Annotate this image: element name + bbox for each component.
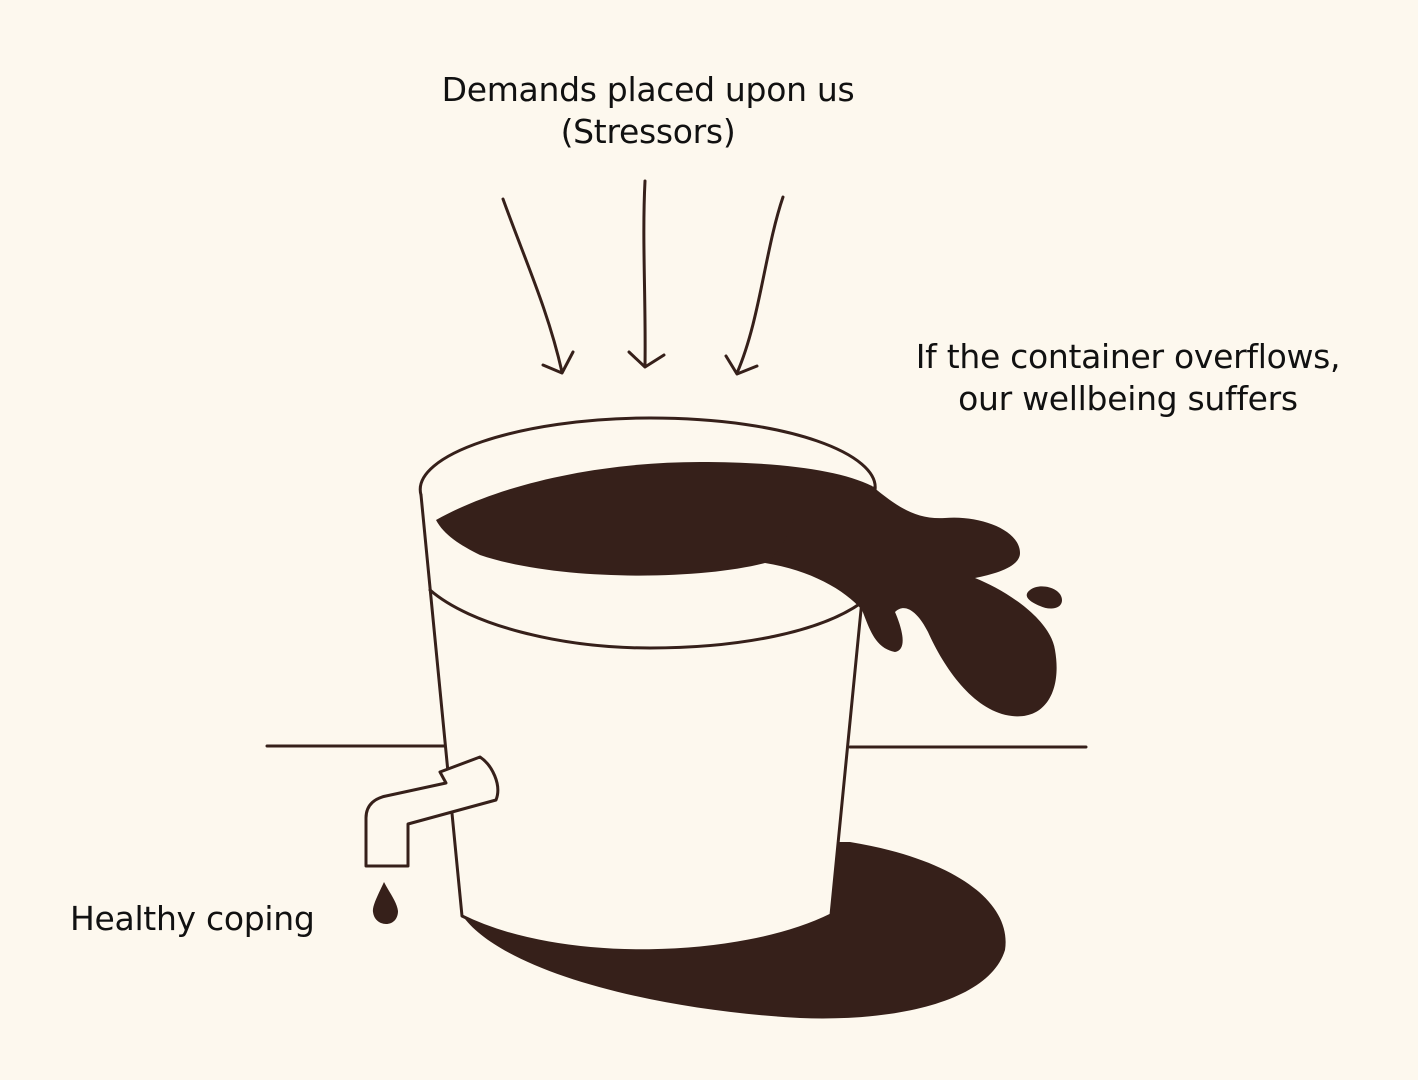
arrow-down-icon [735,195,785,375]
arrow-down-icon [501,197,564,374]
stressors-label-line1: Demands placed upon us [441,70,855,109]
liquid-surface [436,462,872,576]
bucket-icon [419,486,875,953]
arrowhead-left [541,350,575,375]
stressors-label-line2: (Stressors) [560,112,736,151]
tap-icon [364,755,500,868]
water-drop-icon [372,882,398,924]
arrow-down-icon [642,179,647,368]
overflow-label-line2: our wellbeing suffers [958,379,1298,418]
bucket-fill-line [428,588,863,650]
overflow-label: If the container overflows, our wellbein… [898,336,1358,420]
stressors-label: Demands placed upon us (Stressors) [408,69,888,153]
arrowhead-middle [627,350,666,369]
healthy-coping-label: Healthy coping [70,899,315,938]
arrowhead-right [724,354,759,376]
bucket-rim [418,416,877,497]
overflow-splash-icon [765,478,1057,717]
splash-droplet [1026,586,1062,609]
overflow-label-line1: If the container overflows, [915,337,1341,376]
